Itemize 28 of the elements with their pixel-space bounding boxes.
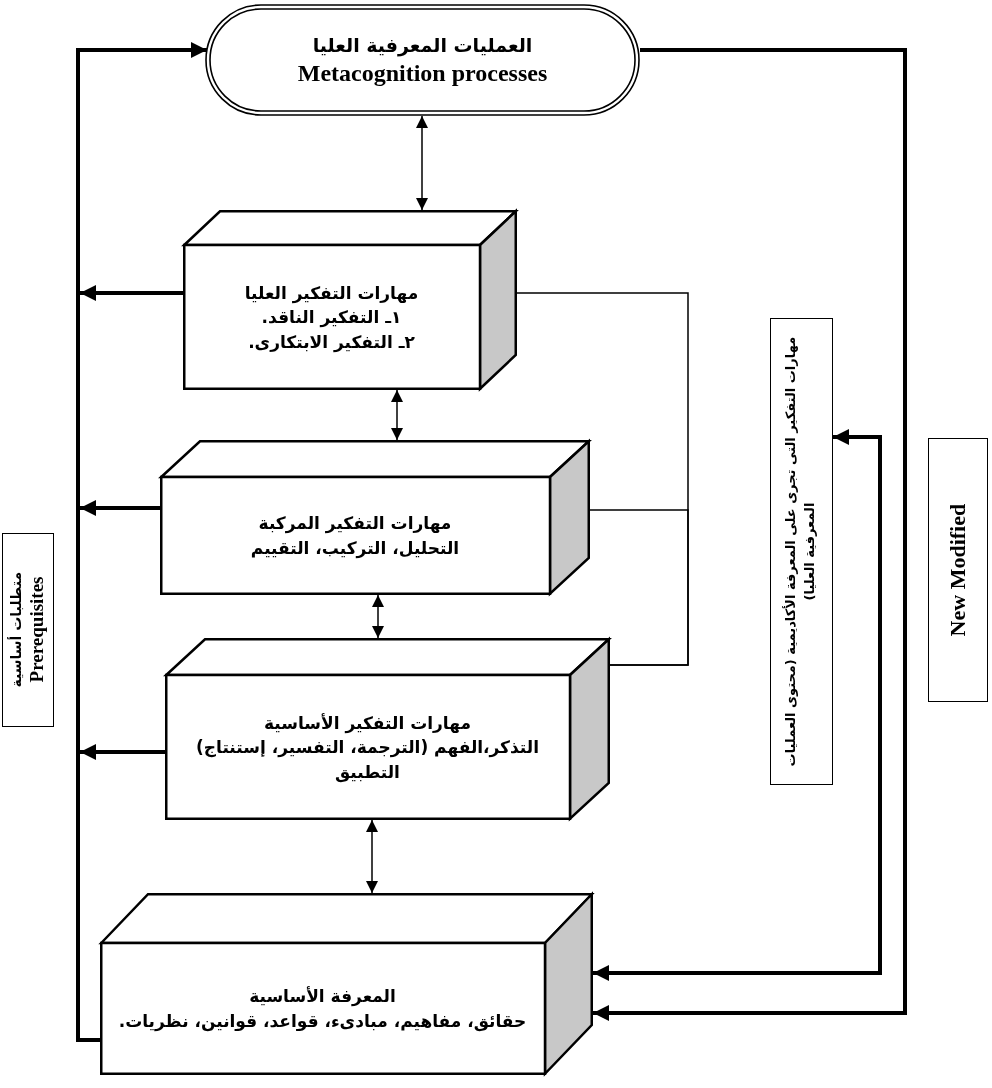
arrow xyxy=(76,42,207,1042)
body-text: Prerequisites xyxy=(26,576,49,683)
arrow xyxy=(593,48,907,1021)
body-text: التذكر،الفهم (الترجمة، التفسير، إستنتاج) التطبيق xyxy=(195,736,540,785)
heading-text: مهارات التفكير العليا xyxy=(244,281,419,306)
body-text: ٢ـ التفكير الابتكارى. xyxy=(248,330,415,355)
heading-text: متطلبات أساسية xyxy=(6,571,26,688)
arrow xyxy=(416,115,428,211)
side-box xyxy=(770,318,833,785)
body-text: التحليل، التركيب، التقييم xyxy=(250,537,460,561)
side-box xyxy=(2,533,54,727)
heading-text: العمليات المعرفية العليا xyxy=(312,32,533,59)
arrow xyxy=(80,744,165,760)
body-text: ١ـ التفكير الناقد. xyxy=(261,306,402,330)
arrow xyxy=(366,819,378,894)
arrow xyxy=(593,429,882,981)
heading-text: مهارات التفكير الأساسية xyxy=(264,711,471,736)
heading-text: مهارات التفكير المركبة xyxy=(258,512,452,536)
arrow xyxy=(372,594,384,639)
heading-text: New Modified xyxy=(944,503,971,636)
heading-text: المعرفة الأساسية xyxy=(249,985,396,1009)
body-text: Metacognition processes xyxy=(297,59,548,89)
arrow xyxy=(80,500,160,516)
side-box xyxy=(928,438,988,702)
heading-text: مهارات التفكير التى تجرى على المعرفة الأكاديمية (محتوى العمليات المعرفية العليا) xyxy=(782,335,819,769)
arrow xyxy=(80,285,183,301)
body-text: حقائق، مفاهيم، مبادىء، قواعد، قوانين، نظريات. xyxy=(118,1010,527,1034)
arrow xyxy=(391,389,403,441)
